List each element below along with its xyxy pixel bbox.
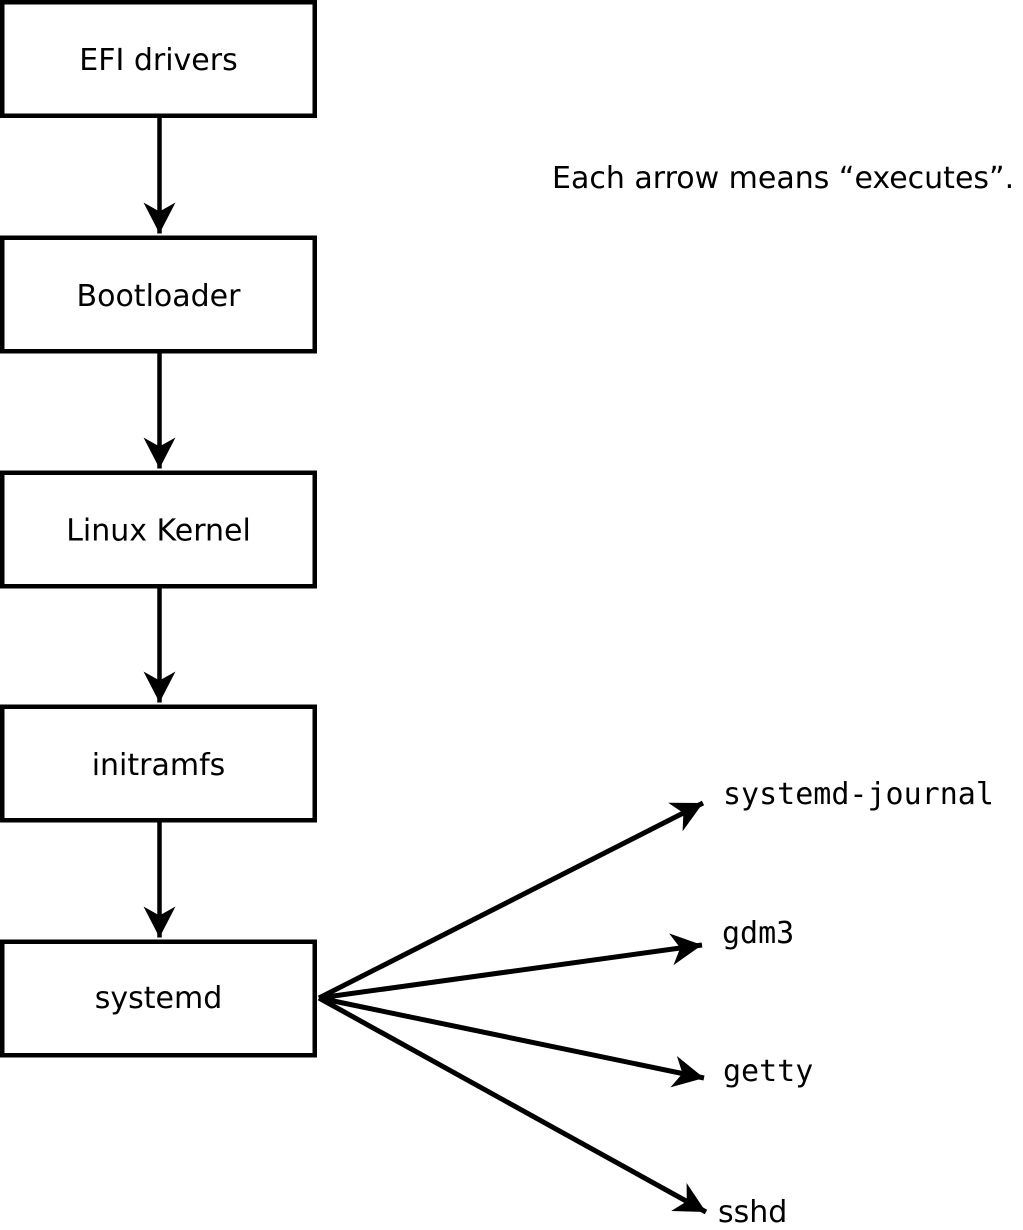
label-systemd-journal: systemd-journal [723,777,994,812]
box-label-efi-drivers: EFI drivers [79,43,237,78]
chain-nodes: EFI drivers Bootloader Linux Kernel init… [0,0,317,1058]
box-label-systemd: systemd [95,981,223,1016]
box-label-initramfs: initramfs [92,748,226,783]
arrow-systemd-to-sshd [317,995,708,1215]
fanout-arrows [317,800,708,1215]
node-efi-drivers: EFI drivers [0,0,317,118]
spawned-labels: systemd-journal gdm3 getty sshd [718,777,994,1230]
node-systemd: systemd [0,939,317,1058]
box-linux-kernel [0,470,317,589]
box-label-bootloader: Bootloader [77,279,242,314]
node-bootloader: Bootloader [0,235,317,354]
node-initramfs: initramfs [0,704,317,823]
box-label-linux-kernel: Linux Kernel [66,514,251,549]
node-linux-kernel: Linux Kernel [0,470,317,589]
diagram-note: Each arrow means “executes”. [552,161,1014,196]
box-initramfs [0,704,317,823]
arrow-systemd-to-gdm3 [318,933,703,1001]
label-sshd: sshd [718,1195,787,1230]
label-getty: getty [723,1054,813,1089]
arrow-systemd-to-getty [318,995,705,1088]
box-bootloader [0,235,317,354]
label-gdm3: gdm3 [722,916,794,951]
box-systemd [0,939,317,1058]
arrow-systemd-to-systemd-journal [317,800,705,1001]
box-efi-drivers [0,0,317,118]
